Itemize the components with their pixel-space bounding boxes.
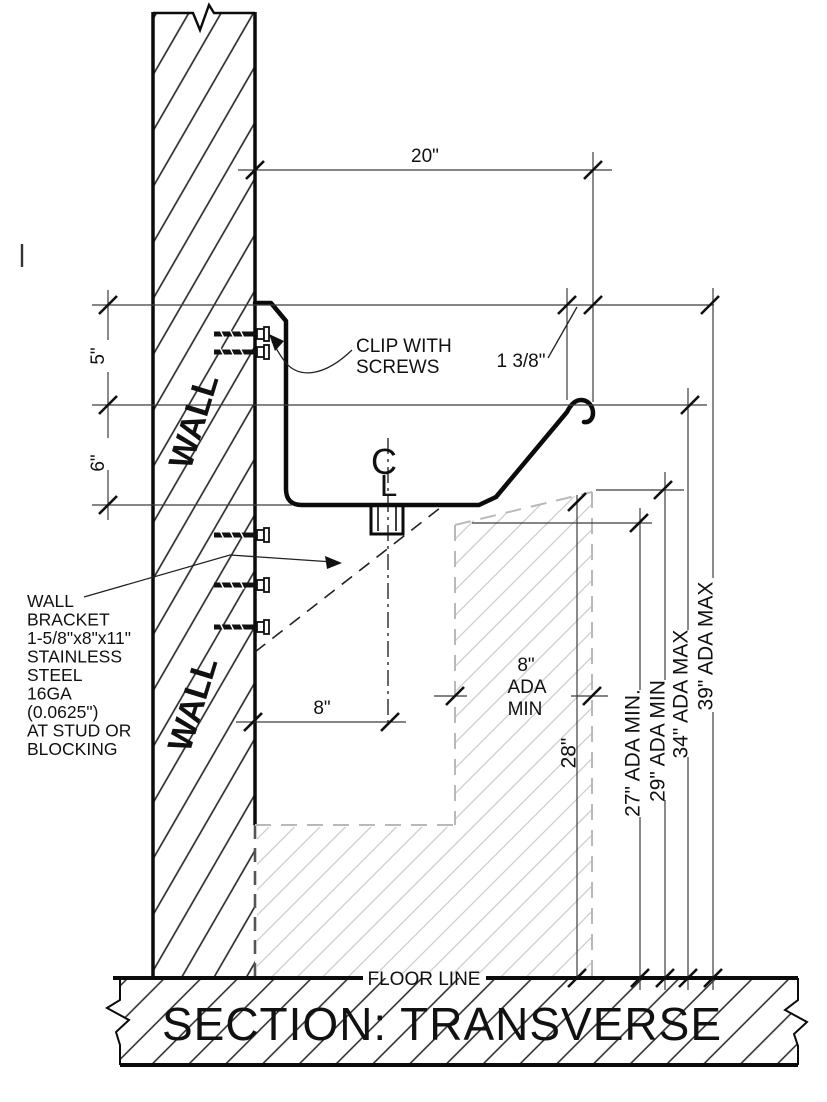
lag-screw	[214, 577, 270, 593]
bracket-note-line: (0.0625")	[27, 702, 98, 722]
wall-bracket-hidden-line	[254, 507, 441, 653]
bracket-leader	[83, 554, 334, 598]
bracket-note: WALL BRACKET 1-5/8"x8"x11" STAINLESS STE…	[27, 554, 342, 759]
drain-outlet	[369, 505, 405, 536]
bracket-note-line: 16GA	[27, 684, 72, 704]
bracket-note-line: BLOCKING	[27, 739, 117, 759]
lag-screw	[214, 326, 270, 342]
dim-ada-29: 29" ADA MIN	[647, 680, 670, 802]
bracket-leader-arrowhead-icon	[325, 556, 342, 569]
lag-screw	[214, 619, 270, 635]
dim-drain-offset: 8"	[313, 698, 330, 719]
clearance-slope-edge	[454, 491, 593, 526]
bracket-note-line: WALL	[27, 591, 74, 611]
bracket-note-line: 1-5/8"x8"x11"	[27, 628, 131, 648]
wall-top-break-icon	[153, 2, 255, 34]
centerline-symbol-l: L	[380, 468, 397, 503]
dim-rim-return: 1 3/8"	[496, 351, 545, 372]
clip-note: CLIP WITH SCREWS	[269, 334, 452, 378]
dimension-lines	[92, 152, 723, 990]
bracket-note-line: AT STUD OR	[27, 721, 131, 741]
dim-ada-34: 34" ADA MAX	[670, 630, 693, 759]
dim-ada-27: 27" ADA MIN.	[622, 689, 645, 817]
floor-section: FLOOR LINE SECTION: TRANSVERSE	[105, 969, 809, 1067]
drain-centerline: C L	[371, 438, 397, 728]
clearance-hatch	[257, 492, 592, 976]
dim-knee-depth-2: ADA	[507, 677, 546, 698]
sink-profile	[252, 300, 596, 653]
ada-clearance-zone	[255, 491, 593, 978]
lag-screws	[214, 326, 270, 635]
bracket-note-line: STEEL	[27, 665, 83, 685]
dimension-labels: 20" 1 3/8" 5" 6" 8" 8" ADA MIN 28" 27" A…	[88, 146, 718, 817]
floor-left-break-icon	[105, 978, 131, 1065]
rim-return-leader	[547, 306, 578, 359]
lag-screw	[214, 527, 270, 543]
dim-knee-height-28: 28"	[558, 738, 581, 769]
dim-knee-depth-1: 8"	[517, 655, 534, 676]
clip-note-line1: CLIP WITH	[356, 336, 452, 357]
bracket-note-line: BRACKET	[27, 610, 110, 630]
clip-leader-arrowhead-icon	[269, 334, 284, 351]
tick-marks	[98, 160, 723, 988]
wall-section	[151, 2, 257, 978]
dim-bowl-depth: 6"	[88, 454, 109, 471]
floor-hatch	[120, 978, 798, 1065]
dim-knee-depth-3: MIN	[508, 699, 543, 720]
lag-screw	[214, 344, 270, 360]
sink-basin-outline	[252, 300, 596, 508]
floor-line-label: FLOOR LINE	[368, 969, 481, 990]
dim-ada-39: 39" ADA MAX	[695, 582, 718, 711]
dim-top-width: 20"	[411, 146, 439, 167]
centerline-symbol-c: C	[371, 441, 397, 482]
wall-hatch	[153, 12, 255, 978]
clip-note-line2: SCREWS	[356, 357, 439, 378]
bracket-note-line: STAINLESS	[27, 647, 122, 667]
page-title: SECTION: TRANSVERSE	[162, 998, 722, 1050]
dim-backsplash-height: 5"	[88, 347, 109, 364]
floor-right-break-icon	[783, 978, 809, 1065]
